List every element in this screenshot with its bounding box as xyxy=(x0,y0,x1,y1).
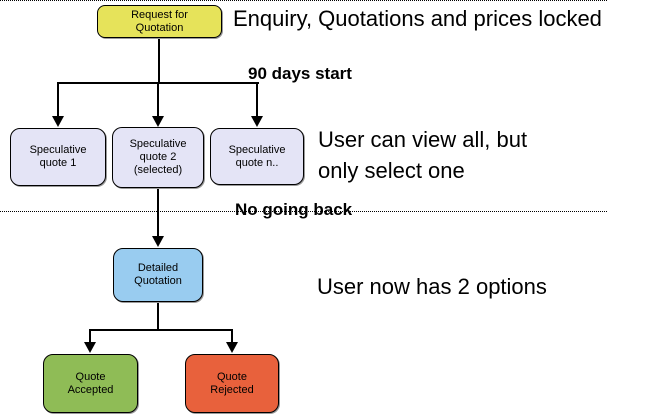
node-quote-accepted: Quote Accepted xyxy=(43,354,138,413)
connector-line xyxy=(158,38,160,83)
node-label: Speculative quote 2 (selected) xyxy=(129,138,187,176)
connector-line xyxy=(157,82,159,116)
connector-line xyxy=(89,329,91,343)
arrow-down-icon xyxy=(52,116,64,127)
connector-line xyxy=(89,329,233,331)
connector-line xyxy=(157,302,159,330)
phase-divider-line-2 xyxy=(0,211,607,212)
node-detailed-quotation: Detailed Quotation xyxy=(113,248,203,302)
node-quote-rejected: Quote Rejected xyxy=(185,354,279,413)
arrow-down-icon xyxy=(152,236,164,247)
node-speculative-quote-1: Speculative quote 1 xyxy=(10,128,106,186)
node-label: Quote Accepted xyxy=(67,370,114,396)
arrow-down-icon xyxy=(251,116,263,127)
connector-line xyxy=(231,329,233,343)
arrow-down-icon xyxy=(226,342,238,353)
node-request-for-quotation: Request for Quotation xyxy=(97,5,222,38)
node-label: Speculative quote 1 xyxy=(29,144,87,169)
arrow-down-icon xyxy=(84,342,96,353)
node-label: Quote Rejected xyxy=(210,370,254,396)
annotation-two-options: User now has 2 options xyxy=(317,274,547,299)
node-label: Request for Quotation xyxy=(131,8,188,34)
connector-line xyxy=(157,188,159,236)
phase-divider-line-1 xyxy=(0,0,607,1)
node-speculative-quote-2: Speculative quote 2 (selected) xyxy=(112,127,204,188)
annotation-view-all: User can view all, but only select one xyxy=(318,127,528,183)
connector-line xyxy=(57,82,59,116)
arrow-down-icon xyxy=(152,116,164,127)
connector-line xyxy=(256,82,258,116)
node-label: Speculative quote n.. xyxy=(228,143,286,169)
annotation-ninety-days-start: 90 days start xyxy=(248,64,352,83)
annotation-no-going-back: No going back xyxy=(235,200,353,219)
node-label: Detailed Quotation xyxy=(134,262,182,287)
annotation-enquiry-locked: Enquiry, Quotations and prices locked xyxy=(233,6,602,31)
node-speculative-quote-n: Speculative quote n.. xyxy=(210,128,304,185)
